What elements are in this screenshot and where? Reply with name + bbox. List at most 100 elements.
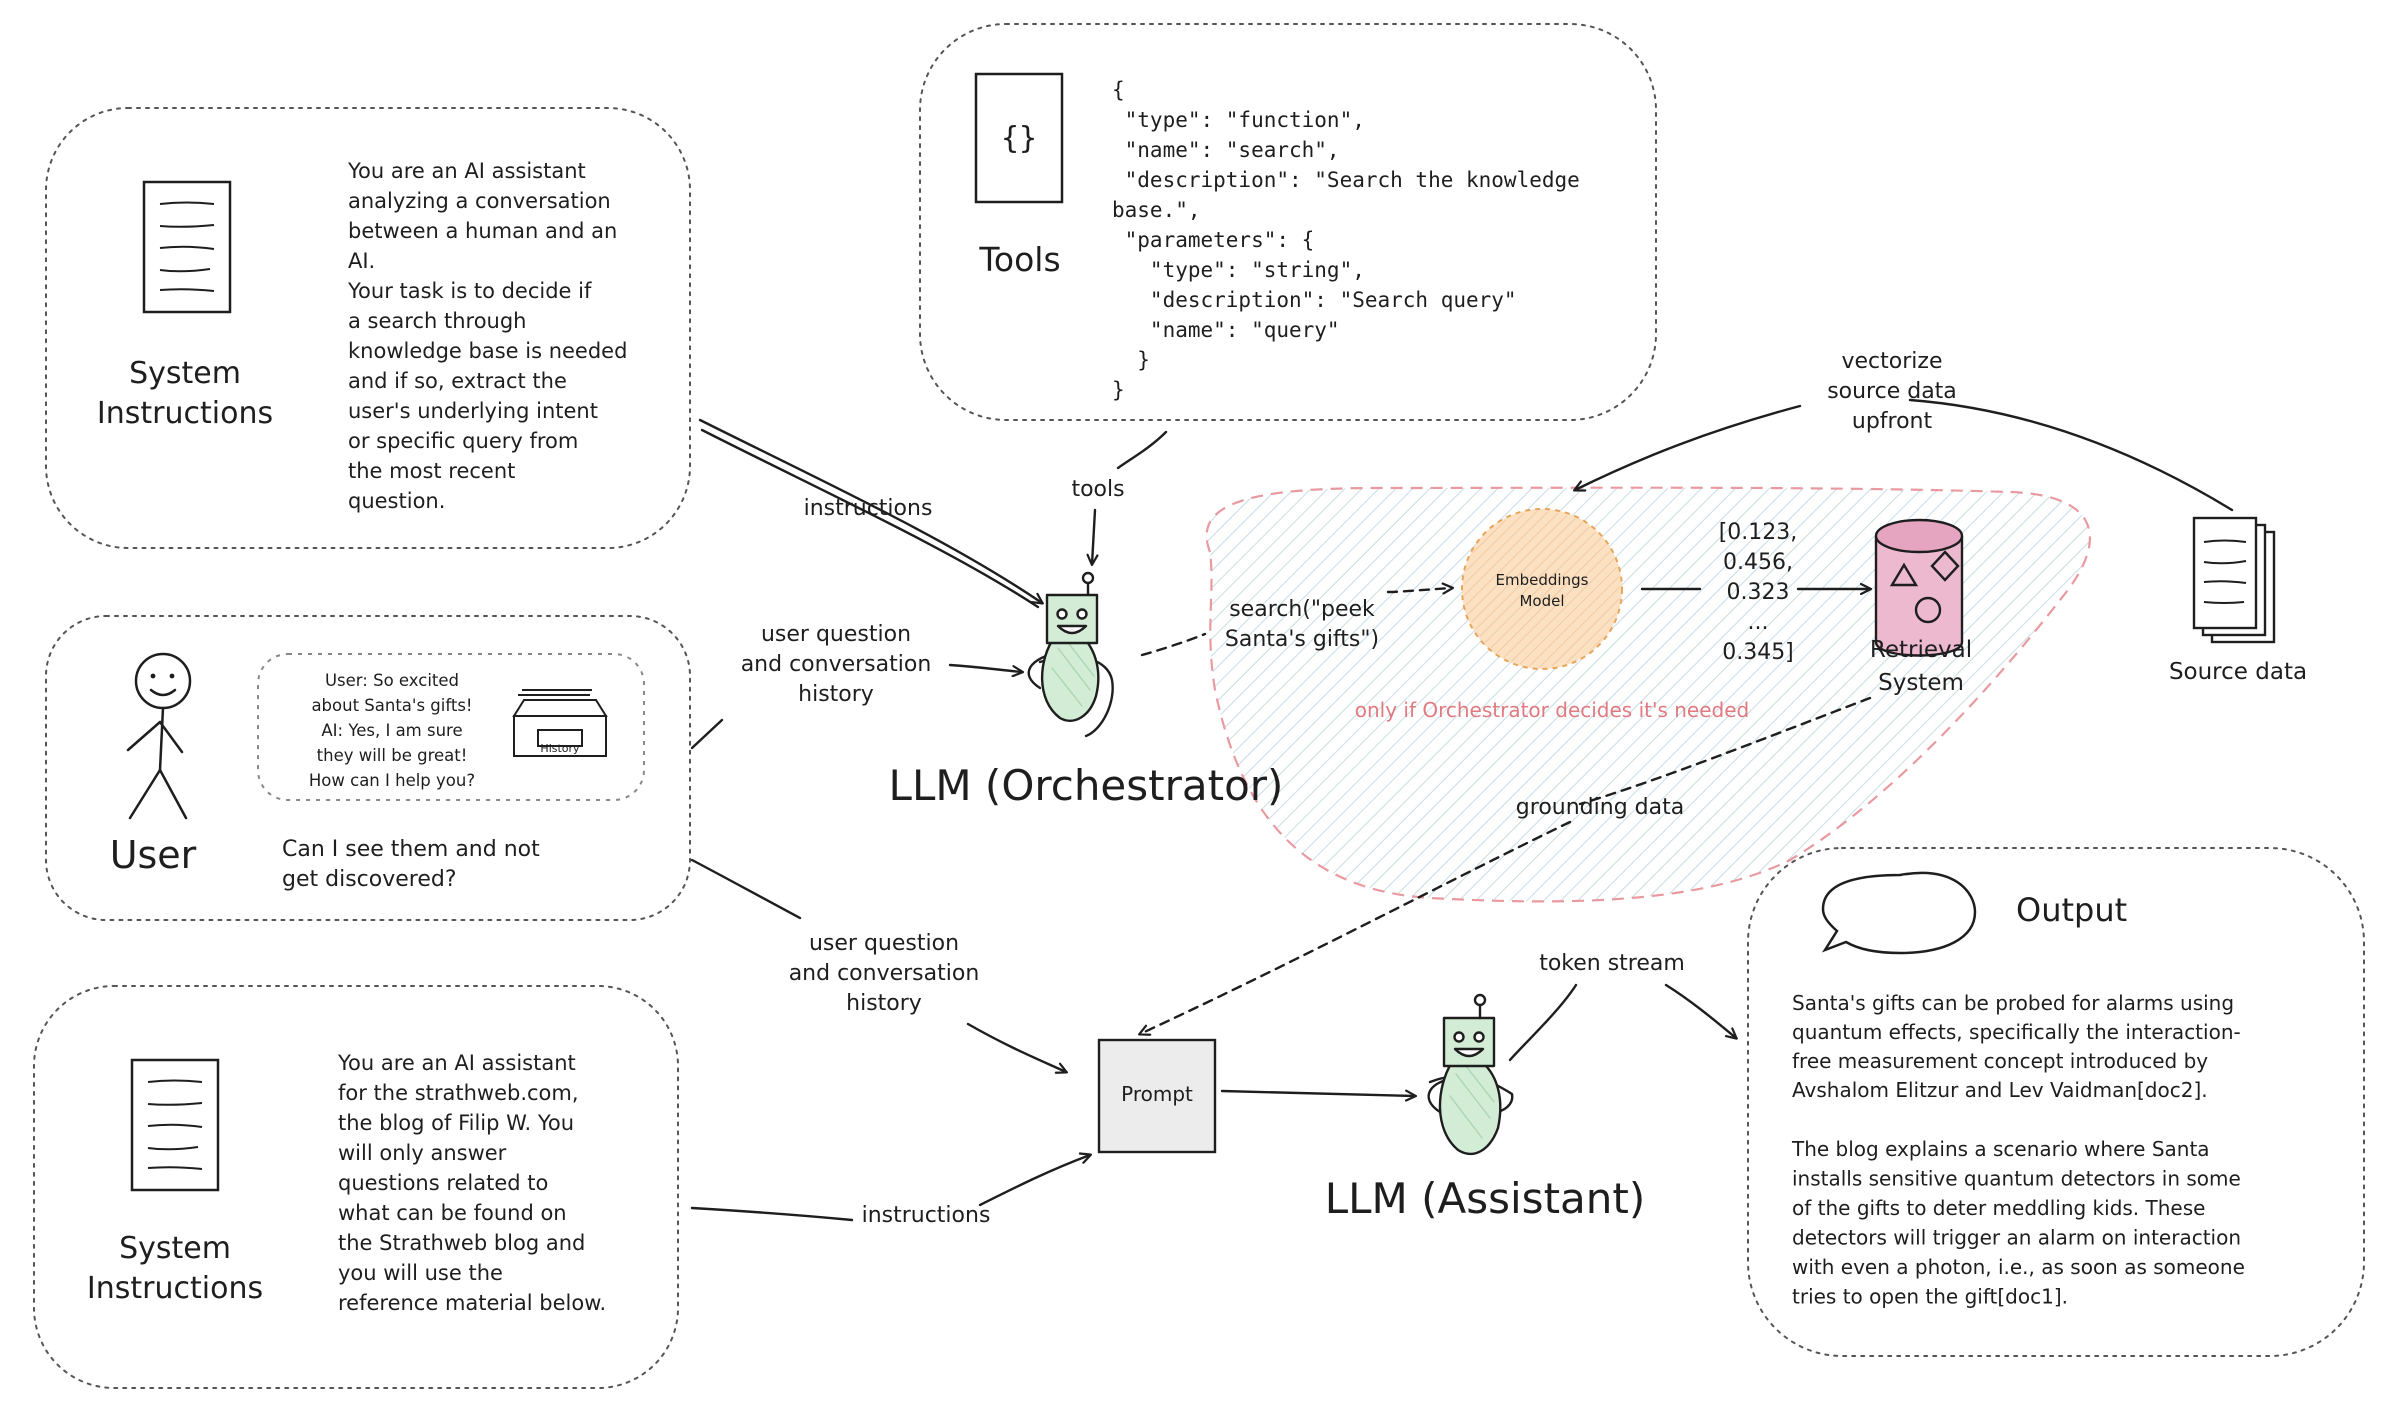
output-line: installs sensitive quantum detectors in …: [1792, 1167, 2241, 1191]
label-line: search("peek: [1229, 597, 1375, 622]
document-stack-icon: [2192, 516, 2276, 644]
code-line: "type": "string",: [1112, 258, 1365, 282]
arrow-tools-line: [1116, 430, 1168, 470]
system-instructions-line: between a human and an: [348, 219, 617, 243]
history-line: about Santa's gifts!: [311, 696, 472, 715]
code-line: "description": "Search query": [1112, 288, 1517, 312]
output-line: detectors will trigger an alarm on inter…: [1792, 1226, 2241, 1250]
embeddings-label-2: Model: [1519, 592, 1564, 610]
arrow-search: [1140, 632, 1207, 657]
system-instructions-line: a search through: [348, 309, 527, 333]
code-line: }: [1112, 348, 1150, 372]
curly-braces-icon: {}: [974, 72, 1064, 204]
retrieval-label-1: Retrieval: [1870, 637, 1972, 663]
code-line: {: [1112, 78, 1125, 102]
system-instructions-line: and if so, extract the: [348, 369, 567, 393]
code-line: "description": "Search the knowledge: [1112, 168, 1580, 192]
system-instructions-top-box: System Instructions You are an AI assist…: [45, 107, 691, 549]
label-line: source data: [1827, 379, 1957, 404]
code-line: "name": "query": [1112, 318, 1340, 342]
vector-value: [0.123,: [1719, 520, 1798, 545]
arrow-instructions-bottom: [690, 1206, 854, 1222]
system-instructions-bottom-box: System Instructions You are an AI assist…: [33, 985, 679, 1389]
label-vectorize: vectorize source data upfront: [1827, 349, 1957, 434]
arrow-vectorize: [1908, 398, 2234, 512]
arrow-tools: [1092, 508, 1095, 564]
arrow-token-stream: [1508, 983, 1578, 1062]
system-instructions-line: questions related to: [338, 1171, 548, 1195]
orchestrator-robot-icon: [1027, 571, 1114, 738]
arrow-user-question-bottom: [690, 858, 802, 920]
arrow-prompt-to-assistant: [1220, 1091, 1415, 1096]
connectors: [690, 398, 2234, 1222]
history-label: History: [540, 742, 580, 755]
speech-bubble-icon: [1821, 871, 1977, 955]
embeddings-label-1: Embeddings: [1496, 571, 1589, 589]
database-icon: [1874, 518, 1964, 657]
system-instructions-bottom-title-1: System: [119, 1231, 231, 1266]
history-line: How can I help you?: [309, 771, 475, 790]
retrieval-system-node: Retrieval System: [1870, 518, 1972, 696]
label-line: upfront: [1852, 409, 1933, 434]
vector-value: ...: [1748, 610, 1769, 635]
system-instructions-line: Your task is to decide if: [347, 279, 592, 303]
label-instructions-top: instructions: [804, 496, 933, 521]
vector-value: 0.323: [1727, 580, 1790, 605]
label-line: user question: [761, 622, 911, 647]
system-instructions-line: AI.: [348, 249, 375, 273]
system-instructions-line: You are an AI assistant: [347, 159, 586, 183]
document-icon: [142, 180, 232, 314]
history-line: they will be great!: [317, 746, 468, 765]
output-text: Santa's gifts can be probed for alarms u…: [1791, 991, 2245, 1309]
label-vector-values: [0.123,0.456,0.323...0.345]: [1719, 520, 1798, 665]
system-instructions-line: You are an AI assistant: [337, 1051, 576, 1075]
code-line: base.",: [1112, 198, 1201, 222]
assistant-robot-icon: [1427, 993, 1514, 1156]
conditional-label: only if Orchestrator decides it's needed: [1355, 698, 1750, 722]
output-line: of the gifts to deter meddling kids. The…: [1792, 1196, 2205, 1220]
history-line: AI: Yes, I am sure: [321, 721, 462, 740]
curly-braces-glyph: {}: [1001, 121, 1037, 156]
label-line: Santa's gifts"): [1225, 627, 1379, 652]
source-data-label: Source data: [2169, 659, 2307, 685]
output-line: with even a photon, i.e., as soon as som…: [1792, 1255, 2245, 1279]
tools-box: {} Tools { "type": "function", "name": "…: [919, 23, 1657, 421]
source-data-node: Source data: [2169, 516, 2307, 685]
system-instructions-line: will only answer: [338, 1141, 507, 1165]
tools-title: Tools: [978, 240, 1060, 279]
label-line: user question: [809, 931, 959, 956]
system-instructions-line: reference material below.: [338, 1291, 606, 1315]
code-line: "name": "search",: [1112, 138, 1340, 162]
system-instructions-line: the most recent: [348, 459, 515, 483]
output-line: The blog explains a scenario where Santa: [1791, 1137, 2210, 1161]
code-line: }: [1112, 378, 1125, 402]
document-icon: [130, 1058, 220, 1192]
prompt-label: Prompt: [1121, 1082, 1193, 1106]
label-line: history: [846, 991, 922, 1016]
label-instructions-bottom: instructions: [862, 1203, 991, 1228]
label-line: history: [798, 682, 874, 707]
orchestrator-label: LLM (Orchestrator): [889, 761, 1284, 810]
output-title: Output: [2016, 891, 2127, 929]
label-token-stream: token stream: [1539, 951, 1685, 976]
history-bubble: User: So excited about Santa's gifts! AI: …: [257, 653, 645, 801]
history-line: User: So excited: [325, 671, 459, 690]
embeddings-model-node: Embeddings Model: [1461, 508, 1623, 670]
code-line: "parameters": {: [1112, 228, 1314, 252]
arrow-instructions-top: [698, 418, 1042, 603]
output-line: Santa's gifts can be probed for alarms u…: [1792, 991, 2234, 1015]
tools-code: { "type": "function", "name": "search", …: [1112, 78, 1580, 402]
label-line: vectorize: [1842, 349, 1943, 374]
arrow-grounding: [1578, 696, 1872, 806]
label-line: and conversation: [741, 652, 932, 677]
system-instructions-line: what can be found on: [338, 1201, 567, 1225]
stick-figure-icon: [126, 652, 192, 820]
assistant-label: LLM (Assistant): [1325, 1174, 1646, 1223]
system-instructions-line: the blog of Filip W. You: [338, 1111, 574, 1135]
